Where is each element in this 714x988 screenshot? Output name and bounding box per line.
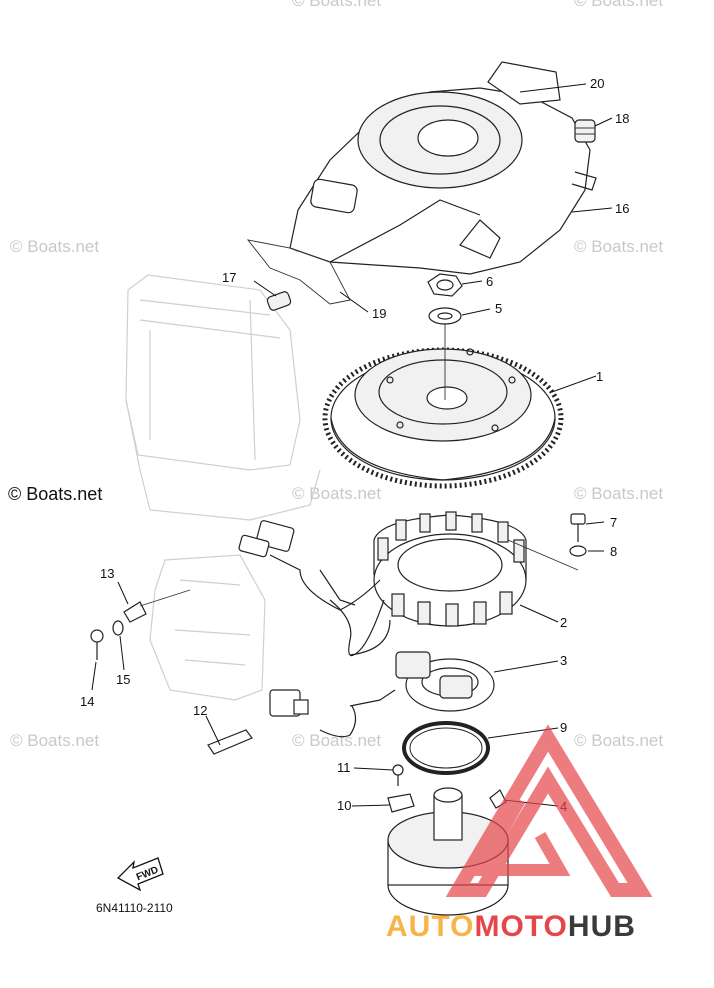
pulser-coil-3 bbox=[269, 651, 495, 738]
washer-5 bbox=[428, 307, 462, 325]
watermark: © Boats.net bbox=[574, 731, 663, 750]
watermark-row-3: © Boats.net © Boats.net bbox=[292, 484, 663, 503]
stator-wire-harness bbox=[238, 520, 391, 657]
watermark: © Boats.net bbox=[10, 237, 99, 256]
diagram-code: 6N41110-2110 bbox=[96, 901, 173, 915]
washer-8 bbox=[569, 545, 587, 557]
label-part-15: 15 bbox=[116, 672, 130, 687]
bolt-14 bbox=[90, 629, 104, 660]
label-part-17: 17 bbox=[222, 270, 236, 285]
watermark-row-top: © Boats.net © Boats.net bbox=[292, 0, 663, 10]
flywheel-cover bbox=[246, 87, 597, 305]
label-part-3: 3 bbox=[560, 653, 567, 668]
watermark: © Boats.net bbox=[292, 0, 381, 10]
nut-6 bbox=[427, 273, 463, 297]
label-part-19: 19 bbox=[372, 306, 386, 321]
label-part-18: 18 bbox=[615, 111, 629, 126]
label-part-12: 12 bbox=[193, 703, 207, 718]
fwd-arrow: FWD bbox=[116, 857, 164, 892]
alignment-line bbox=[507, 539, 579, 571]
watermark-copyright: © Boats.net bbox=[8, 484, 102, 504]
logo-text-moto: MOTO bbox=[474, 910, 567, 943]
bracket-13 bbox=[123, 589, 191, 623]
logo-triangle-mark bbox=[445, 724, 653, 897]
watermark: © Boats.net bbox=[574, 0, 663, 10]
logo-text-auto: AUTO bbox=[386, 910, 474, 943]
watermark: © Boats.net bbox=[292, 484, 381, 503]
watermark: © Boats.net bbox=[292, 731, 381, 750]
watermark: © Boats.net bbox=[574, 237, 663, 256]
label-part-9: 9 bbox=[560, 720, 567, 735]
clamp-10 bbox=[387, 793, 415, 813]
label-part-11: 11 bbox=[337, 760, 351, 775]
flywheel-rotor bbox=[322, 347, 564, 489]
label-part-13: 13 bbox=[100, 566, 114, 581]
label-part-2: 2 bbox=[560, 615, 567, 630]
ring-9 bbox=[402, 721, 490, 775]
damper-17 bbox=[266, 291, 292, 311]
label-part-10: 10 bbox=[337, 798, 351, 813]
grommet-18 bbox=[574, 119, 596, 143]
label-part-7: 7 bbox=[610, 515, 617, 530]
logo-text-hub: HUB bbox=[568, 910, 636, 943]
label-part-14: 14 bbox=[80, 694, 94, 709]
label-part-8: 8 bbox=[610, 544, 617, 559]
logo-text: AUTOMOTOHUB bbox=[386, 910, 636, 943]
pin-12 bbox=[207, 729, 253, 755]
stator-2 bbox=[373, 511, 527, 627]
label-part-6: 6 bbox=[486, 274, 493, 289]
decal-20 bbox=[487, 61, 561, 105]
label-part-5: 5 bbox=[495, 301, 502, 316]
watermark: © Boats.net bbox=[574, 484, 663, 503]
label-part-20: 20 bbox=[590, 76, 604, 91]
bolt-7 bbox=[570, 513, 586, 542]
watermark-row-4: © Boats.net © Boats.net © Boats.net bbox=[10, 731, 663, 750]
watermark: © Boats.net bbox=[10, 731, 99, 750]
washer-15 bbox=[112, 620, 124, 636]
label-part-1: 1 bbox=[596, 369, 603, 384]
engine-block-outline bbox=[125, 274, 321, 701]
label-part-16: 16 bbox=[615, 201, 629, 216]
automotohub-logo: AUTOMOTOHUB bbox=[386, 724, 653, 943]
bolt-11 bbox=[392, 764, 404, 786]
